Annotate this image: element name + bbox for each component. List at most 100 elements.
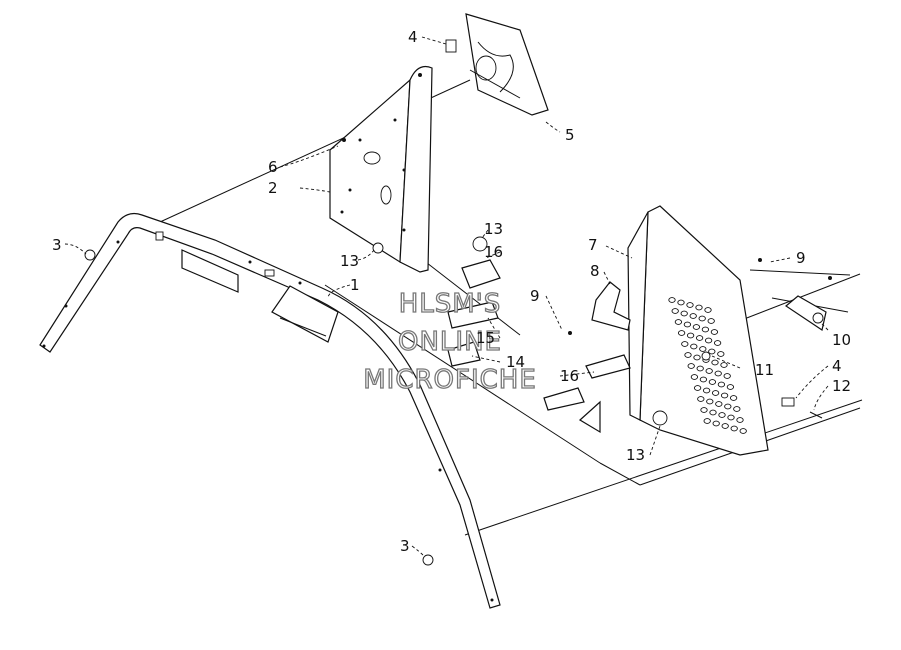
callout-3-left: 3 bbox=[52, 236, 62, 254]
perforation-hole bbox=[704, 337, 713, 344]
perforation-hole bbox=[729, 395, 738, 401]
perforation-hole bbox=[680, 310, 688, 317]
perforation-hole bbox=[703, 418, 711, 424]
callout-4-right: 4 bbox=[832, 357, 842, 375]
perforation-hole bbox=[683, 321, 692, 328]
callout-1: 1 bbox=[350, 276, 360, 294]
perforation-hole bbox=[714, 370, 722, 377]
clamp-plates bbox=[447, 259, 631, 434]
fasteners bbox=[84, 39, 832, 566]
callout-labels: 4 5 6 2 3 13 1 13 16 9 15 14 16 7 8 9 11… bbox=[52, 28, 851, 555]
perforation-hole bbox=[708, 379, 717, 385]
perforation-hole bbox=[700, 407, 708, 413]
callout-16-top: 16 bbox=[484, 243, 503, 261]
perforation-hole bbox=[711, 390, 720, 396]
perforation-hole bbox=[711, 359, 719, 366]
perforation-hole bbox=[717, 351, 725, 357]
washer-11 bbox=[701, 351, 711, 361]
callout-2: 2 bbox=[268, 179, 278, 197]
perforation-hole bbox=[723, 373, 731, 379]
screw-6 bbox=[342, 138, 346, 142]
perforation-hole bbox=[718, 412, 726, 418]
callout-10: 10 bbox=[832, 331, 851, 349]
callout-4-top: 4 bbox=[408, 28, 418, 46]
perforation-hole bbox=[702, 387, 711, 394]
perforation-hole bbox=[695, 335, 704, 341]
perforation-hole bbox=[699, 346, 707, 352]
perforation-hole bbox=[687, 363, 695, 369]
watermark-line-2: ONLINE bbox=[398, 327, 502, 357]
callout-11: 11 bbox=[755, 361, 774, 379]
callout-9-left: 9 bbox=[530, 287, 540, 305]
perforation-hole bbox=[695, 304, 703, 311]
nut-13b bbox=[472, 236, 488, 252]
callout-6: 6 bbox=[268, 158, 278, 176]
perforation-hole bbox=[668, 297, 676, 303]
perforation-hole bbox=[717, 381, 726, 388]
perforation-hole bbox=[677, 299, 685, 306]
perforation-hole bbox=[701, 326, 710, 333]
perforation-hole bbox=[684, 352, 692, 358]
perforation-hole bbox=[698, 315, 706, 322]
callout-13-middle: 13 bbox=[484, 220, 503, 238]
perforation-hole bbox=[710, 329, 719, 335]
frame-tube bbox=[39, 212, 501, 609]
perforation-hole bbox=[704, 307, 712, 313]
perforation-hole bbox=[671, 308, 679, 314]
perforation-hole bbox=[692, 324, 701, 330]
perforation-hole bbox=[720, 392, 729, 399]
perforated-panel bbox=[627, 205, 769, 456]
perforation-hole bbox=[733, 406, 741, 412]
perforation-hole bbox=[712, 420, 720, 427]
alignment-lines bbox=[159, 79, 863, 536]
perforation-hole bbox=[705, 368, 713, 374]
perforation-hole bbox=[686, 332, 695, 339]
callout-15: 15 bbox=[476, 329, 495, 347]
perforation-hole bbox=[739, 428, 747, 434]
side-panel bbox=[329, 65, 433, 273]
callout-13-left: 13 bbox=[340, 252, 359, 270]
perforation-hole bbox=[690, 374, 699, 380]
screw-9b bbox=[758, 258, 762, 262]
perforation-hole bbox=[713, 340, 722, 346]
perforation-hole bbox=[726, 384, 735, 390]
watermark-line-1: HLSM'S bbox=[399, 289, 502, 319]
callout-14: 14 bbox=[506, 353, 525, 371]
nut-13a bbox=[372, 242, 384, 254]
nut-3b bbox=[422, 554, 434, 566]
bolt-4a bbox=[445, 39, 457, 53]
perforation-hole bbox=[715, 401, 723, 407]
perforation-hole bbox=[709, 409, 717, 416]
perforation-hole bbox=[693, 354, 701, 361]
perforation-hole bbox=[706, 398, 714, 405]
callout-9-right: 9 bbox=[796, 249, 806, 267]
perforation-hole bbox=[708, 348, 716, 355]
perforation-hole bbox=[727, 414, 735, 421]
perforation-hole bbox=[724, 403, 732, 410]
frame-bracket-hole bbox=[155, 231, 164, 241]
perforation-hole bbox=[693, 385, 702, 391]
perforation-hole bbox=[689, 313, 697, 319]
callout-8: 8 bbox=[590, 262, 600, 280]
perforation-hole bbox=[674, 319, 683, 325]
perforation-hole bbox=[736, 417, 744, 423]
watermark-line-3: MICROFICHE bbox=[363, 365, 537, 395]
perforation-hole bbox=[696, 365, 704, 372]
perforation-hole bbox=[690, 343, 698, 350]
screw-9a bbox=[568, 331, 572, 335]
mounting-bracket bbox=[591, 281, 631, 331]
right-bracket bbox=[784, 295, 827, 331]
perforation-hole bbox=[721, 423, 729, 429]
callout-7: 7 bbox=[588, 236, 598, 254]
bolt-4b bbox=[781, 397, 795, 407]
perforation-hole bbox=[720, 362, 728, 368]
light-housing bbox=[465, 13, 549, 116]
callout-12: 12 bbox=[832, 377, 851, 395]
callout-16-bottom: 16 bbox=[560, 367, 579, 385]
callout-3-bottom: 3 bbox=[400, 537, 410, 555]
watermark: HLSM'S ONLINE MICROFICHE bbox=[363, 288, 537, 395]
pin-12 bbox=[809, 411, 823, 419]
perforation-hole bbox=[730, 425, 738, 432]
